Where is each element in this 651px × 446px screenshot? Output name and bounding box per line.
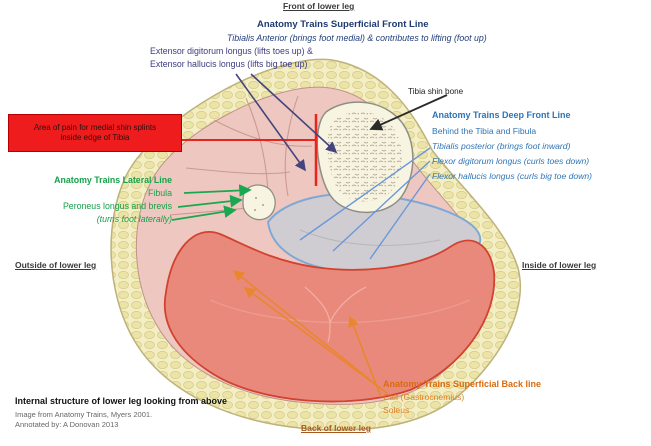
flexor-digitorum-label: Flexor digitorum longus (curls toes down… bbox=[432, 156, 590, 166]
soleus-label: Soleus bbox=[383, 405, 410, 415]
tibialis-posterior-label: Tibialis posterior (brings foot inward) bbox=[432, 141, 571, 151]
flexor-hallucis-label: Flexor hallucis longus (curls big toe do… bbox=[432, 171, 593, 181]
extensor-arrows bbox=[235, 73, 338, 172]
deep-compartment-fascia bbox=[299, 229, 441, 246]
lateral-line-action-label: (turns foot laterally) bbox=[96, 214, 172, 224]
shin-splint-line1: Area of pain for medial shin splints bbox=[33, 122, 157, 132]
tibialis-anterior-label: Tibialis Anterior (brings foot medial) &… bbox=[227, 33, 487, 43]
deep-front-line-sub: Behind the Tibia and Fibula bbox=[432, 126, 537, 136]
calf-muscle bbox=[163, 231, 496, 403]
figure-caption-title: Internal structure of lower leg looking … bbox=[15, 396, 228, 406]
lateral-line-arrows bbox=[171, 184, 252, 221]
figure-credit-annotator: Annotated by: A Donovan 2013 bbox=[15, 420, 119, 429]
shin-splint-callout-box: Area of pain for medial shin splints ins… bbox=[8, 114, 182, 152]
peroneus-label: Peroneus longus and brevis bbox=[62, 201, 172, 211]
label-back-of-lower-leg: Back of lower leg bbox=[301, 423, 371, 433]
tibia-trabecular-texture bbox=[327, 111, 402, 202]
deep-front-line-heading: Anatomy Trains Deep Front Line bbox=[432, 110, 571, 120]
fibula-texture bbox=[254, 197, 264, 211]
calf-fascia bbox=[209, 286, 471, 343]
label-outside-of-lower-leg: Outside of lower leg bbox=[15, 260, 97, 270]
gastrocnemius-label: Calf (Gastrocnemius) bbox=[383, 392, 465, 402]
back-line-arrows bbox=[232, 270, 389, 398]
lateral-line-heading: Anatomy Trains Lateral Line bbox=[54, 175, 172, 185]
shin-splint-indicator-lines bbox=[178, 114, 318, 186]
deep-front-line-pointers bbox=[299, 147, 431, 260]
extensor-hallucis-label: Extensor hallucis longus (lifts big toe … bbox=[150, 59, 308, 69]
shin-splint-line2: inside edge of Tibia bbox=[60, 133, 130, 142]
tibia-shin-bone-label: Tibia shin bone bbox=[408, 87, 464, 96]
figure-credit-source: Image from Anatomy Trains, Myers 2001. bbox=[15, 410, 153, 419]
tibia-arrow bbox=[369, 94, 448, 131]
fibula-label: Fibula bbox=[148, 188, 172, 198]
label-front-of-lower-leg: Front of lower leg bbox=[283, 1, 355, 11]
label-inside-of-lower-leg: Inside of lower leg bbox=[522, 260, 597, 270]
superficial-front-line-heading: Anatomy Trains Superficial Front Line bbox=[257, 19, 429, 30]
back-line-heading: Anatomy Trains Superficial Back line bbox=[383, 379, 542, 389]
extensor-digitorum-label: Extensor digitorum longus (lifts toes up… bbox=[150, 46, 313, 56]
